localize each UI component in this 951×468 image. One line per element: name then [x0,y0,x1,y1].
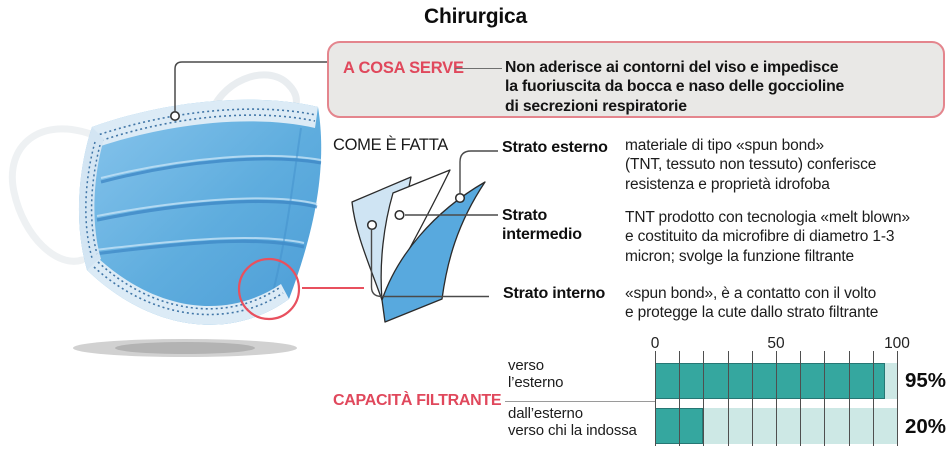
mask-top-band [92,99,318,147]
what-for-line: di secrezioni respiratorie [505,97,687,115]
page-title: Chirurgica [423,5,528,28]
box-connector-dot [170,111,181,122]
bar-value-outward: 95% [905,369,947,392]
bar-value-inward: 20% [905,415,947,438]
outer-layer-dot [454,192,466,204]
box-connector-line [174,61,327,111]
middle-layer-dot [394,209,405,221]
what-for-line: Non aderisce ai contorni del viso e impe… [505,59,839,76]
label-connector-dash [455,68,502,69]
axis-tick-100: 100 [884,335,910,352]
layer-middle-desc: TNT prodotto con tecnologia «melt blown»… [625,209,910,265]
bar-track-inward [655,408,897,444]
inner-layer-connector [370,230,489,298]
outer-layer-connector [459,150,498,193]
how-made-label: COME È FATTA [333,136,448,154]
filter-capacity-label: CAPACITÀ FILTRANTE [333,392,502,409]
highlight-circle [237,257,301,321]
mask-shadow [73,339,297,357]
layer-inner-name: Strato interno [503,285,606,302]
surgical-mask-illustration [8,61,327,357]
row-separator [505,401,655,402]
what-for-text: Non aderisce ai contorni del viso e impe… [505,58,844,116]
axis-tick-50: 50 [767,335,785,352]
axis-tick-0: 0 [650,335,660,352]
inner-layer-dot [366,219,378,231]
gridline [897,351,898,446]
filter-capacity-chart: 0 50 100 verso l’esterno dall’esterno ve… [505,330,951,462]
bar-fill-inward [655,408,704,444]
what-for-line: la fuoriuscita da bocca e naso delle goc… [505,78,845,96]
ear-loop-left [8,125,100,265]
bar-label-outward: verso l’esterno [508,357,564,391]
mask-layers-diagram [302,150,498,323]
layer-inner-desc: «spun bond», è a contatto con il volto e… [625,285,879,322]
layer-middle-name: Strato intermedio [502,207,582,243]
bar-fill-outward [655,363,885,399]
layer-outer-desc: materiale di tipo «spun bond» (TNT, tess… [625,137,877,193]
what-for-box: A COSA SERVE Non aderisce ai contorni de… [327,41,945,118]
bar-label-inward: dall’esterno verso chi la indossa [508,405,637,439]
mask-bottom-band [87,259,289,325]
what-for-label: A COSA SERVE [343,59,464,77]
mask-left-band [78,127,104,270]
bar-track-outward [655,363,897,399]
layer-outer-name: Strato esterno [502,139,608,156]
